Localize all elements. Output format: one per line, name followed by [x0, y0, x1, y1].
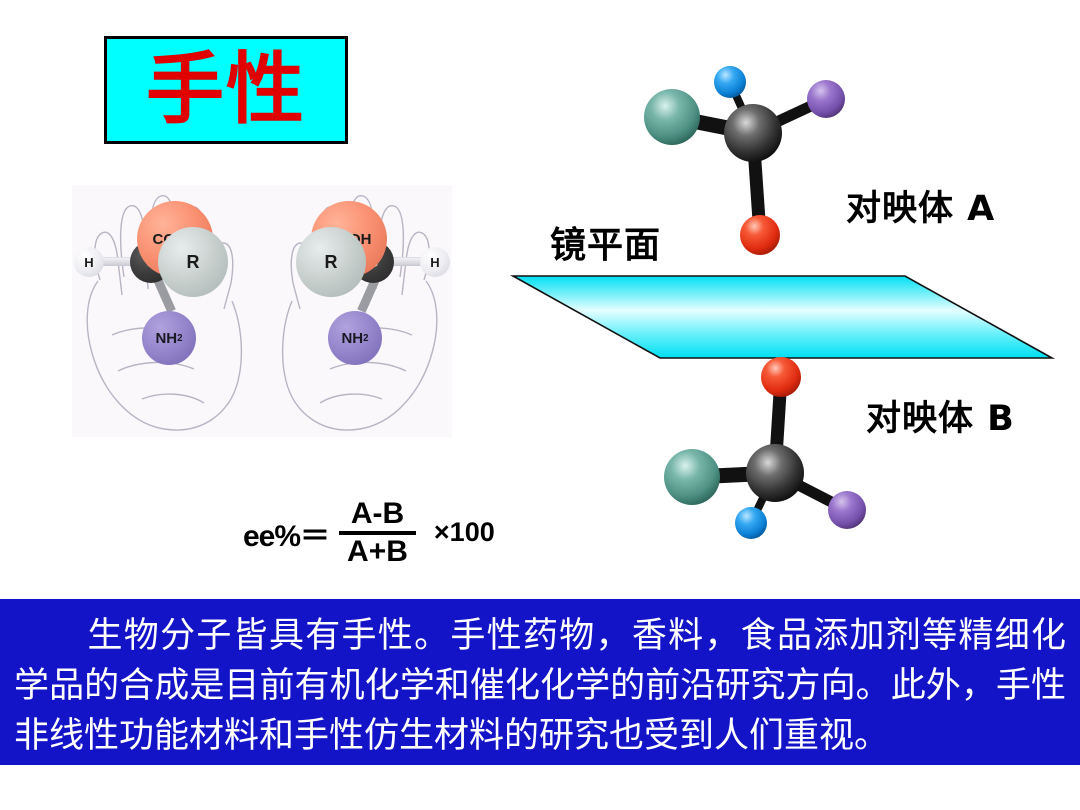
ee-formula: ee%＝ A-B A+B ×100	[243, 498, 495, 567]
ee-formula-numerator: A-B	[350, 497, 405, 530]
label-enantiomer-a: 对映体 A	[846, 189, 996, 229]
atom-red-a	[740, 215, 780, 255]
molecule-enantiomer-b	[664, 357, 866, 539]
atom-teal-a	[644, 89, 700, 145]
atom-purple-a	[807, 80, 845, 118]
page-title: 手性	[145, 45, 306, 135]
atom-r: R	[296, 227, 366, 297]
mirror-plane-label: 镜平面	[550, 225, 662, 266]
left-hand-molecule: H C COOH R NH2	[72, 185, 262, 437]
title-box: 手性	[104, 36, 348, 144]
molecule-enantiomer-a	[644, 66, 845, 255]
atom-blue-a	[714, 66, 746, 98]
right-hand-molecule: H C COOH R NH2	[262, 185, 452, 437]
atom-blue-b	[735, 507, 767, 539]
chirality-hands-figure: H C COOH R NH2 H C COOH	[72, 185, 452, 437]
ee-formula-denominator: A+B	[347, 534, 408, 568]
ee-formula-multiplier: ×100	[433, 517, 495, 547]
fraction-bar	[339, 530, 416, 535]
atom-purple-b	[828, 491, 866, 529]
atom-r: R	[158, 227, 228, 297]
bond-c-h	[84, 257, 146, 266]
label-enantiomer-b: 对映体 B	[866, 399, 1015, 439]
bottom-banner: 生物分子皆具有手性。手性药物，香料，食品添加剂等精细化学品的合成是目前有机化学和…	[0, 599, 1080, 765]
atom-carbon-a	[724, 104, 782, 162]
atom-h: H	[420, 247, 450, 277]
banner-paragraph: 生物分子皆具有手性。手性药物，香料，食品添加剂等精细化学品的合成是目前有机化学和…	[14, 616, 1066, 756]
atom-h: H	[74, 247, 104, 277]
ee-formula-fraction: A-B A+B	[339, 498, 416, 567]
atom-teal-b	[664, 449, 720, 505]
ee-formula-lhs: ee%＝	[243, 519, 330, 553]
atom-carbon-b	[746, 444, 804, 502]
mirror-plane-shape	[509, 275, 1056, 359]
atom-red-b	[761, 357, 801, 397]
bond-c-h	[378, 257, 440, 266]
